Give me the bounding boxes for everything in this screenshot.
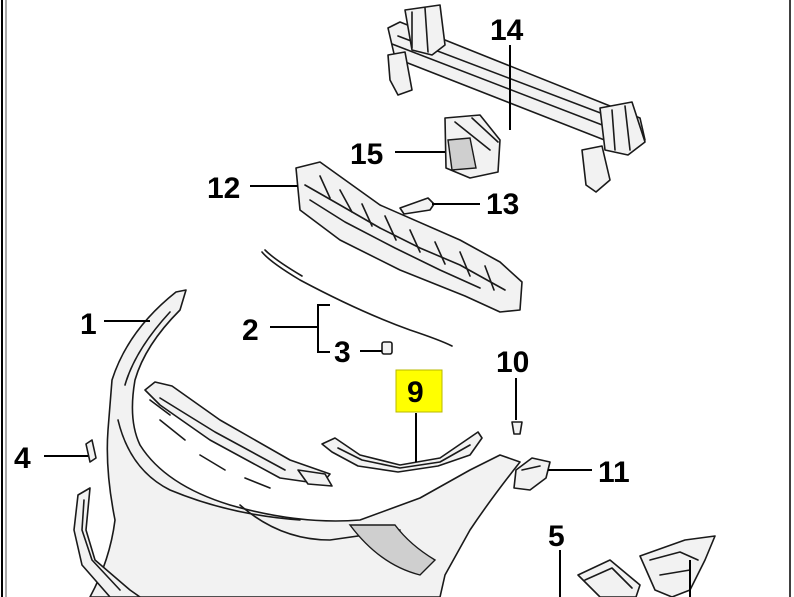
label-10: 10	[496, 346, 529, 379]
part-9-bracket-drawing	[321, 413, 483, 473]
pin-drawing	[511, 378, 523, 435]
label-3: 3	[334, 336, 351, 369]
label-5: 5	[548, 520, 565, 553]
highlight-box-9	[395, 369, 443, 413]
energy-absorber-drawing	[250, 161, 523, 313]
clip-drawing	[399, 197, 480, 215]
label-2: 2	[242, 314, 259, 347]
label-12: 12	[207, 172, 240, 205]
part-11-bracket-drawing	[513, 457, 592, 491]
grille-frame-drawing	[144, 381, 333, 487]
part-5-pieces-drawing	[559, 535, 716, 597]
reinforcement-beam-drawing	[387, 4, 646, 193]
lower-lip-drawing	[73, 487, 141, 597]
label-11: 11	[598, 456, 630, 489]
fastener-drawing	[360, 341, 393, 355]
label-4: 4	[14, 442, 31, 475]
label-14: 14	[490, 14, 524, 47]
label-1: 1	[80, 308, 97, 341]
part-labels: 14 15 12 13 1 2 3 10 9 4 11 5	[14, 14, 630, 553]
strip-drawing	[261, 249, 453, 353]
bracket-drawing	[395, 114, 501, 179]
part-4-clip-drawing	[44, 439, 97, 463]
label-15: 15	[350, 138, 383, 171]
label-13: 13	[486, 188, 519, 221]
bumper-cover-drawing	[89, 289, 521, 597]
label-9: 9	[407, 376, 424, 409]
